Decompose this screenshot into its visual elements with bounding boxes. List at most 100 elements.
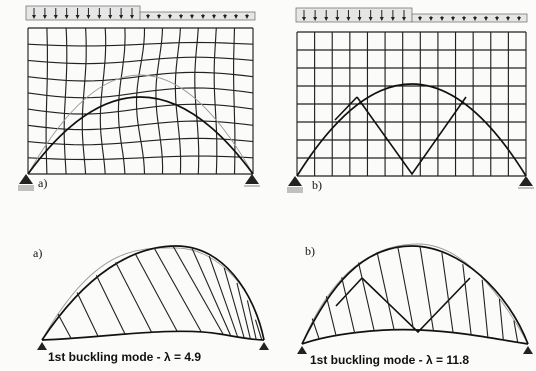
top-left-secondary-load-arrowhead <box>201 15 205 19</box>
top-left-truss-panel: a) <box>18 5 260 191</box>
top-left-grid-horizontal <box>27 120 254 131</box>
bottom-left-caption: 1st buckling mode - λ = 4.9 <box>48 350 201 364</box>
bottom-left-hanger <box>153 247 202 332</box>
bottom-right-hanger <box>419 246 434 331</box>
bottom-right-hanger <box>397 246 415 330</box>
bottom-right-diagonal-struts <box>335 277 471 334</box>
top-right-regular-grid <box>296 31 527 177</box>
top-right-secondary-load-arrowhead <box>506 17 510 21</box>
top-left-grid-vertical <box>81 27 87 175</box>
bottom-right-hangers <box>311 246 519 343</box>
top-right-load-arrowhead <box>368 17 373 21</box>
bottom-left-hanger <box>223 267 245 338</box>
top-right-right-support <box>518 176 534 189</box>
bottom-right-hanger <box>376 252 395 330</box>
top-right-panel-label: b) <box>312 178 322 192</box>
bottom-left-hanger <box>254 319 263 340</box>
top-left-secondary-load-arrowhead <box>157 15 161 19</box>
top-left-grid-horizontal <box>27 137 254 146</box>
top-right-load-arrowhead <box>313 17 318 21</box>
top-left-secondary-load-arrowhead <box>168 15 172 19</box>
bottom-left-hanger <box>208 256 239 337</box>
top-left-secondary-load-arrowhead <box>190 15 194 19</box>
top-left-deformed-grid <box>27 27 254 175</box>
bottom-right-hanger <box>341 277 356 334</box>
top-left-load-arrowhead <box>42 15 47 19</box>
top-right-secondary-load-arrowhead <box>451 17 455 21</box>
top-right-load-arrowhead <box>390 17 395 21</box>
top-left-secondary-load-strip <box>139 11 256 21</box>
top-right-load-arrowhead <box>324 17 329 21</box>
top-left-load-arrowhead <box>130 15 134 19</box>
top-left-distributed-load <box>25 5 256 21</box>
top-left-secondary-load-arrowhead <box>212 15 216 19</box>
bottom-right-hanger <box>462 264 472 335</box>
top-right-load-strip <box>295 7 413 23</box>
bottom-right-right-support <box>523 346 533 354</box>
top-right-secondary-load-arrowhead <box>440 17 444 21</box>
bottom-left-right-support <box>259 342 269 350</box>
bottom-left-buckling-mode: a) 1st buckling mode - λ = 4.9 <box>33 245 269 364</box>
top-right-load-arrowhead <box>357 17 362 21</box>
bottom-right-hanger <box>311 318 320 340</box>
top-left-load-arrowhead <box>75 15 80 19</box>
top-left-grid-horizontal <box>27 71 254 82</box>
top-left-right-support <box>244 174 260 187</box>
bottom-left-hanger <box>57 313 72 339</box>
top-right-secondary-load-arrowhead <box>517 17 521 21</box>
top-right-secondary-load-arrowhead <box>462 17 466 21</box>
top-left-ghost-arch <box>27 74 254 175</box>
top-right-arch <box>296 83 527 177</box>
top-right-secondary-load-arrowhead <box>418 17 422 21</box>
top-right-secondary-load-arrowhead <box>473 17 477 21</box>
bottom-left-hanger <box>172 245 224 335</box>
top-left-load-arrowhead <box>64 15 69 19</box>
top-right-diagonal-struts <box>334 96 467 176</box>
top-left-grid-horizontal <box>27 87 254 99</box>
top-right-load-arrowhead <box>302 17 306 21</box>
bottom-left-hanger <box>95 275 126 335</box>
top-left-grid-horizontal <box>27 103 254 115</box>
bottom-right-buckled-arch <box>301 245 529 345</box>
top-left-secondary-load-arrowhead <box>179 15 183 19</box>
top-right-load-arrowhead <box>379 17 384 21</box>
top-left-grid-horizontal <box>27 155 254 161</box>
top-left-grid-vertical <box>213 27 218 175</box>
top-left-grid-vertical <box>99 27 107 175</box>
bottom-left-hanger <box>246 300 257 340</box>
bottom-right-hanger <box>498 298 504 340</box>
bottom-right-caption: 1st buckling mode - λ = 11.8 <box>310 353 469 367</box>
bottom-left-hanger <box>76 292 99 337</box>
bottom-left-left-support <box>37 342 47 350</box>
top-left-load-arrowhead <box>119 15 124 19</box>
bottom-left-panel-label: a) <box>33 246 42 260</box>
top-left-arch <box>27 96 254 175</box>
top-left-load-arrowhead <box>86 15 91 19</box>
bottom-right-buckling-mode: b) 1st buckling mode - λ = 11.8 <box>297 243 533 367</box>
top-right-load-arrowhead <box>402 17 406 21</box>
bottom-left-buckled-deck <box>41 330 265 341</box>
top-left-left-support <box>18 174 34 191</box>
bottom-right-hanger <box>325 296 337 337</box>
top-left-load-strip <box>25 5 141 21</box>
bottom-right-hanger <box>513 320 519 343</box>
top-left-grid-vertical <box>194 27 200 175</box>
top-right-load-arrowhead <box>335 17 340 21</box>
bottom-right-panel-label: b) <box>305 244 315 258</box>
bottom-left-hanger <box>115 261 153 333</box>
top-right-secondary-load-arrowhead <box>495 17 499 21</box>
top-right-distributed-load <box>295 7 528 23</box>
top-left-grid-vertical <box>117 27 126 175</box>
bottom-left-hanger <box>236 282 251 339</box>
top-right-secondary-load-arrowhead <box>429 17 433 21</box>
bottom-left-hanger <box>134 252 178 332</box>
bottom-left-hanger <box>191 248 231 336</box>
top-left-grid-vertical <box>135 27 146 175</box>
top-left-load-arrowhead <box>32 15 36 19</box>
top-left-load-arrowhead <box>108 15 113 19</box>
top-right-load-arrowhead <box>346 17 351 21</box>
top-left-load-arrowhead <box>53 15 58 19</box>
top-left-grid-horizontal <box>27 41 254 47</box>
bottom-left-hangers <box>57 245 263 340</box>
